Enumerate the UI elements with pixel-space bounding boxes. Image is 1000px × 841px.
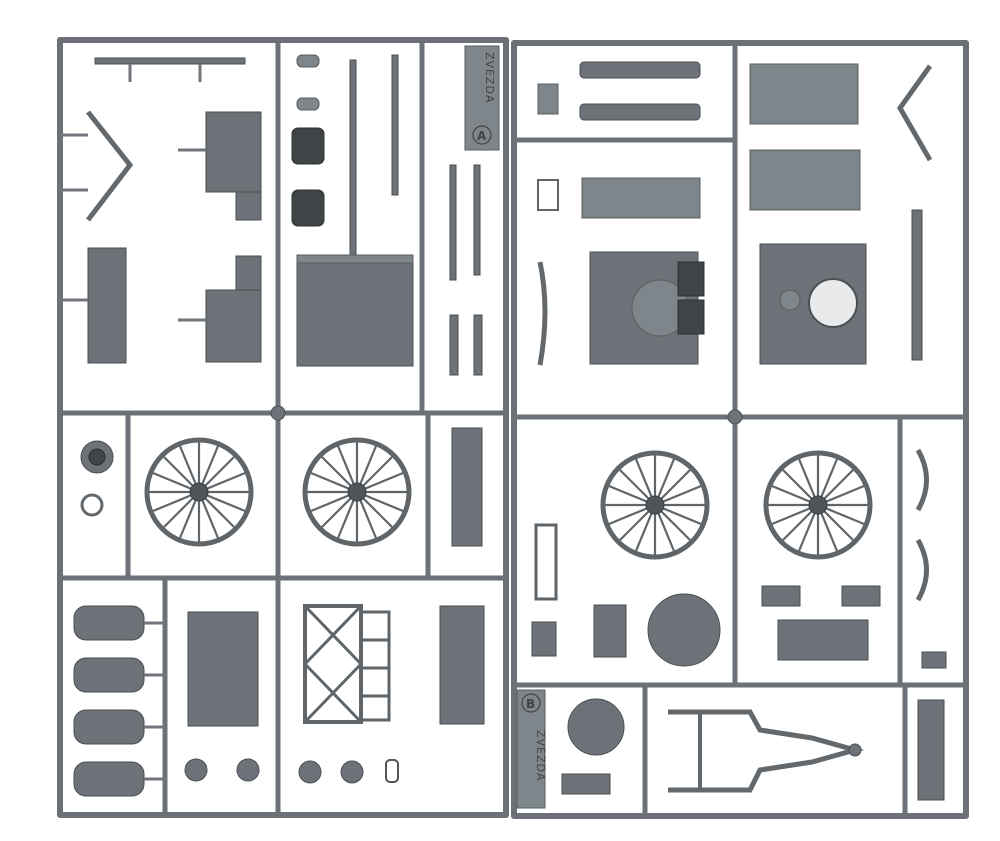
sleeve-part	[291, 127, 325, 165]
long-rod	[391, 54, 399, 196]
box-panel	[296, 261, 414, 367]
small-ring	[80, 493, 104, 517]
small-box	[593, 604, 627, 658]
tube	[579, 103, 701, 121]
bracket-plate	[581, 177, 701, 219]
vertical-rod	[911, 209, 923, 361]
canister	[73, 761, 145, 797]
long-rod	[349, 59, 357, 261]
sprue-hub-round	[727, 409, 743, 425]
wagon-side-panel	[205, 289, 262, 363]
canister	[73, 657, 145, 693]
sprue-hub-round	[270, 405, 286, 421]
sprue-letter-right: B	[526, 697, 535, 711]
spoked-wheel	[600, 450, 710, 560]
left-sprue-frame	[57, 37, 509, 818]
side-plate	[439, 605, 485, 725]
cross-braced-rack	[303, 604, 391, 724]
right-sprue: ZVEZDA B	[511, 40, 969, 819]
flat-panel	[87, 247, 127, 364]
narrow-plate	[451, 427, 483, 547]
sprue-letter-left: A	[477, 129, 487, 143]
round-lid	[567, 698, 625, 756]
tube	[579, 61, 701, 79]
perforated-plate	[777, 619, 869, 661]
spoked-wheel	[144, 437, 254, 547]
drum-cover	[647, 593, 721, 667]
rail-bar	[94, 57, 246, 65]
left-sprue: ZVEZDA A	[57, 37, 509, 818]
sleeve-part	[291, 189, 325, 227]
brand-label-right: ZVEZDA B	[516, 689, 547, 809]
brand-text-right: ZVEZDA	[534, 730, 547, 781]
spoked-wheel	[302, 437, 412, 547]
brand-text-left: ZVEZDA	[483, 52, 496, 103]
canister	[73, 605, 145, 641]
brand-label-left: ZVEZDA A	[464, 45, 500, 151]
canister-stack	[73, 605, 165, 797]
hatch-ring	[808, 278, 858, 328]
a-frame-tongue	[60, 110, 134, 222]
spoked-wheel	[763, 450, 873, 560]
canister	[73, 709, 145, 745]
large-plate	[187, 611, 259, 727]
end-plate	[917, 699, 945, 801]
angled-plate	[749, 149, 861, 211]
right-sprue-frame	[511, 40, 969, 819]
leaf-spring	[915, 448, 929, 512]
angled-plate	[749, 63, 859, 125]
leaf-spring	[915, 538, 929, 602]
a-frame-right	[897, 64, 933, 162]
trailer-chassis	[668, 709, 865, 793]
wagon-side-panel	[205, 111, 262, 193]
